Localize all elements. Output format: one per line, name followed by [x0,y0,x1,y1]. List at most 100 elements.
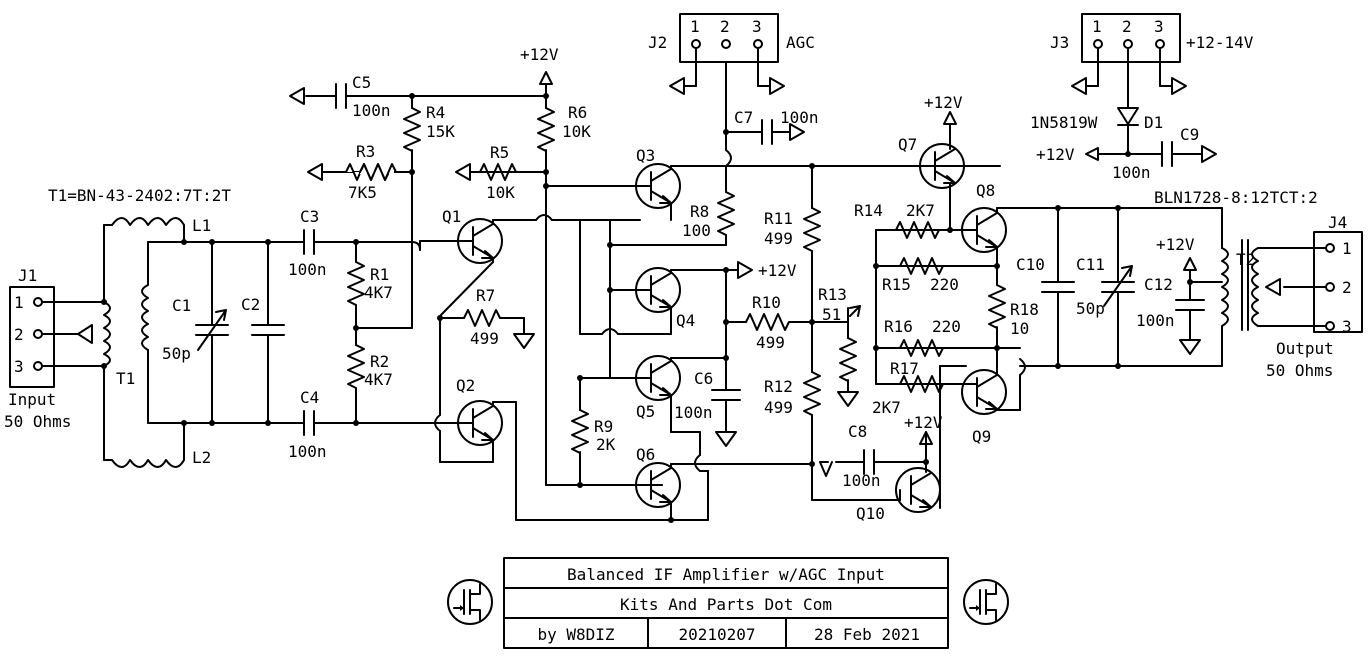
c7-ref: C7 [734,108,753,127]
l1-label: L1 [192,216,211,235]
j4-pin-2: 2 [1342,278,1352,297]
c3-value: 100n [288,260,327,279]
rail-plus12-d: +12V [924,93,963,112]
j3-label: +12-14V [1186,33,1254,52]
rail-plus12-f: +12V [1156,235,1195,254]
j2-pin-2: 2 [720,17,730,36]
r3-ref: R3 [356,142,375,161]
c4-ref: C4 [300,388,319,407]
title-block-author: by W8DIZ [537,625,614,644]
j1-pin-2: 2 [14,325,24,344]
r18-value: 10 [1010,319,1029,338]
c7-value: 100n [780,108,819,127]
rail-plus12-b: +12V [758,261,797,280]
q6-ref: Q6 [636,445,655,464]
j3-pin-2: 2 [1122,17,1132,36]
t2-ref: T2 [1236,250,1255,269]
q2-ref: Q2 [456,376,475,395]
r2-value: 4K7 [364,370,393,389]
c8-ref: C8 [848,422,867,441]
connector-j3: 1 2 3 J3 +12-14V [1050,13,1254,63]
r13-ref: R13 [818,285,847,304]
title-block-company: Kits And Parts Dot Com [620,595,832,614]
r7-value: 499 [470,329,499,348]
q4-ref: Q4 [676,311,695,330]
r10-ref: R10 [752,293,781,312]
r4-value: 15K [426,122,455,141]
r11-value: 499 [764,229,793,248]
d1-ref: D1 [1144,113,1163,132]
j4-pin-3: 3 [1342,317,1352,336]
title-block-part-number: 20210207 [678,625,755,644]
j3-ref: J3 [1050,33,1069,52]
r2-ref: R2 [370,352,389,371]
fet-logo-right [963,579,1009,625]
j3-pin-1: 1 [1092,17,1102,36]
title-block-date: 28 Feb 2021 [814,625,920,644]
j2-pin-1: 1 [690,17,700,36]
r9-value: 2K [596,435,616,454]
title-block-title: Balanced IF Amplifier w/AGC Input [567,565,885,584]
j1-ref: J1 [18,266,37,285]
c3-ref: C3 [300,207,319,226]
j2-pin-3: 3 [752,17,762,36]
c9-ref: C9 [1180,125,1199,144]
c5-ref: C5 [352,73,371,92]
t2-spec: BLN1728-8:12TCT:2 [1154,188,1318,207]
r16-value: 220 [932,317,961,336]
l2-label: L2 [192,448,211,467]
r6-value: 10K [562,122,591,141]
j4-pin-1: 1 [1342,239,1352,258]
q5-ref: Q5 [636,402,655,421]
r8-value: 100 [682,221,711,240]
q8-ref: Q8 [976,181,995,200]
q9-ref: Q9 [972,427,991,446]
title-block: Balanced IF Amplifier w/AGC Input Kits A… [503,557,949,649]
r14-value: 2K7 [906,201,935,220]
c12-ref: C12 [1144,275,1173,294]
j2-label: AGC [786,33,815,52]
c1-ref: C1 [172,296,191,315]
t1-label: T1 [116,369,135,388]
c6-value: 100n [674,403,713,422]
r16-ref: R16 [884,317,913,336]
r1-ref: R1 [370,265,389,284]
c11-value: 50p [1076,299,1105,318]
j4-ref: J4 [1328,213,1347,232]
fet-logo-left [447,579,493,625]
j3-pin-3: 3 [1154,17,1164,36]
q3-ref: Q3 [636,146,655,165]
c9-value: 100n [1112,163,1151,182]
r9-ref: R9 [594,417,613,436]
q10-ref: Q10 [856,504,885,523]
c2-ref: C2 [241,295,260,314]
r15-ref: R15 [882,275,911,294]
c12-value: 100n [1136,311,1175,330]
j1-label-2: 50 Ohms [4,412,71,431]
j1-label-1: Input [8,390,56,409]
rail-plus12-a: +12V [520,45,559,64]
q1-ref: Q1 [442,207,461,226]
r13-value: 51 [822,305,841,324]
c5-value: 100n [352,101,391,120]
connector-j4: 1 2 3 J4 Output 50 Ohms [1266,213,1363,380]
c10-ref: C10 [1016,255,1045,274]
connector-j2: 1 2 3 J2 AGC [648,13,815,63]
r10-value: 499 [756,333,785,352]
connector-j1: J1 1 2 3 Input 50 Ohms [4,266,71,431]
c1-value: 50p [162,344,191,363]
j1-pin-1: 1 [14,293,24,312]
r11-ref: R11 [764,209,793,228]
r6-ref: R6 [568,103,587,122]
rail-plus12-e: +12V [1036,145,1075,164]
j4-label-2: 50 Ohms [1266,361,1333,380]
c8-value: 100n [842,471,881,490]
rail-plus12-c: +12V [904,413,943,432]
j4-label-1: Output [1276,339,1334,358]
r12-ref: R12 [764,377,793,396]
r1-value: 4K7 [364,283,393,302]
q7-ref: Q7 [898,135,917,154]
j2-ref: J2 [648,33,667,52]
c4-value: 100n [288,442,327,461]
